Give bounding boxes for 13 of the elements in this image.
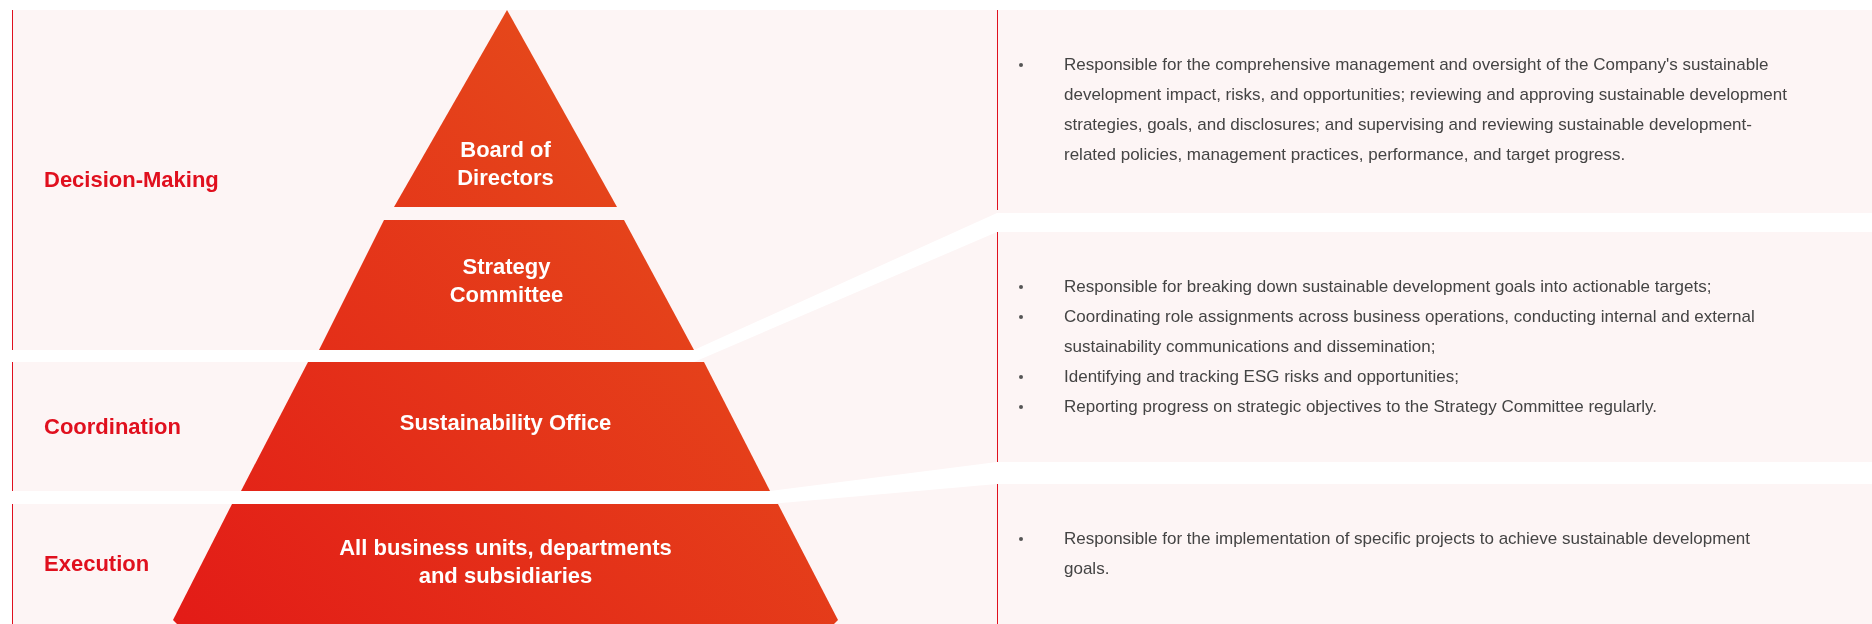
- description-text: Coordinating role assignments across business operations, conducting internal and external sustainability communications and dissemination;: [1064, 306, 1756, 358]
- description-text: Responsible for the comprehensive management and oversight of the Company's sustainable development impact, risks, and opportunities; reviewing and approving sustainable development strategies, goals, and disclosures; and supervising and reviewing sustainable development-related policies, management practices, performance, and target progress.: [1064, 54, 1788, 166]
- tier-label: Strategy Committee: [448, 253, 565, 309]
- tier-label: All business units, departments and subsidiaries: [338, 534, 673, 590]
- tier-label: Board of Directors: [456, 135, 555, 192]
- level-label: Execution: [44, 551, 150, 577]
- description-text: Responsible for breaking down sustainable development goals into actionable targets;: [1064, 276, 1713, 298]
- description-text: Responsible for the implementation of specific projects to achieve sustainable development goals.: [1064, 528, 1752, 580]
- description-text: Identifying and tracking ESG risks and opportunities;: [1064, 366, 1460, 388]
- level-label: Coordination: [44, 413, 181, 440]
- level-label: Decision-Making: [44, 167, 219, 193]
- tier-label: Sustainability Office: [399, 408, 612, 437]
- description-text: Reporting progress on strategic objectives to the Strategy Committee regularly.: [1064, 396, 1659, 418]
